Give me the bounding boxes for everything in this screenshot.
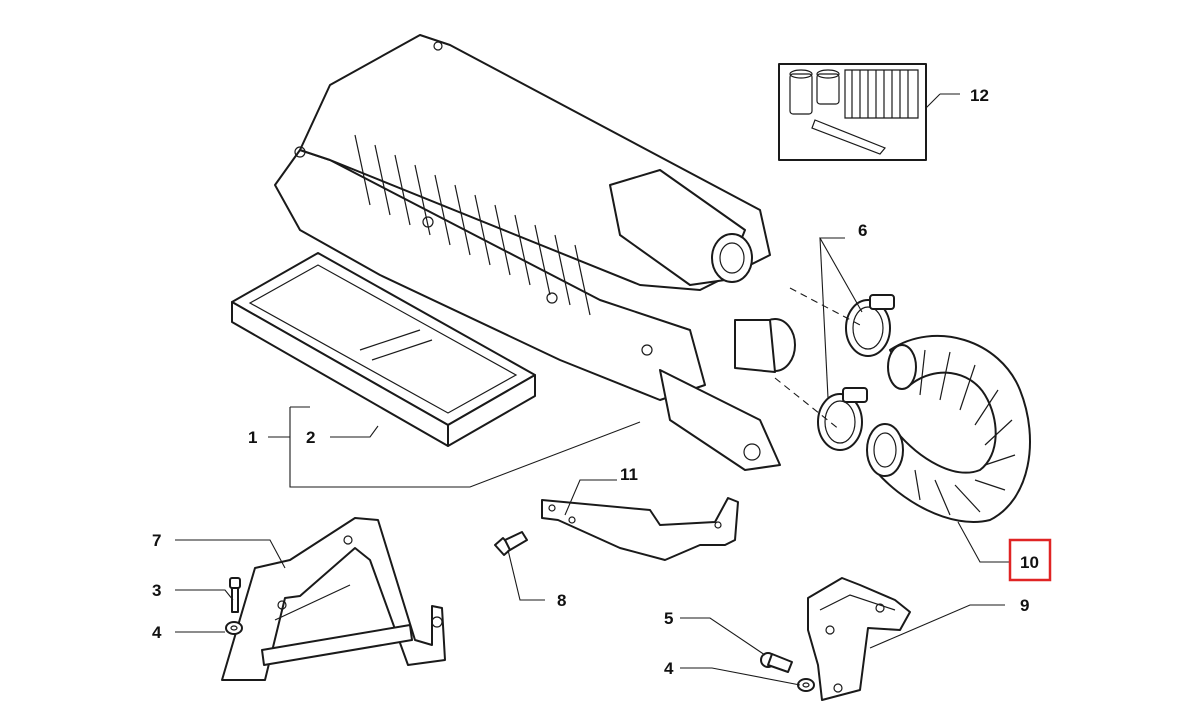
callout-4b: 4 bbox=[664, 659, 674, 678]
callout-5: 5 bbox=[664, 609, 673, 628]
air-filter-housing[interactable] bbox=[274, 34, 796, 471]
retaining-strap[interactable] bbox=[541, 497, 739, 561]
bolt-5[interactable] bbox=[760, 652, 793, 673]
callout-10-highlight-box bbox=[1008, 538, 1052, 582]
callout-3: 3 bbox=[152, 581, 161, 600]
bolt-8[interactable] bbox=[494, 531, 528, 556]
callout-6: 6 bbox=[858, 221, 867, 240]
mounting-bracket-9[interactable] bbox=[807, 577, 911, 701]
callout-11: 11 bbox=[620, 465, 638, 484]
callout-9: 9 bbox=[1020, 596, 1029, 615]
callout-2: 2 bbox=[306, 428, 315, 447]
washer-4a[interactable] bbox=[225, 621, 243, 635]
hose-clamp-lower[interactable] bbox=[817, 387, 868, 451]
support-bracket[interactable] bbox=[221, 517, 446, 681]
callout-1: 1 bbox=[248, 428, 257, 447]
service-kit-box[interactable] bbox=[778, 63, 927, 161]
callout-8: 8 bbox=[557, 591, 566, 610]
callout-12: 12 bbox=[970, 86, 989, 105]
intake-hose[interactable] bbox=[866, 335, 1031, 523]
air-filter-element[interactable] bbox=[231, 252, 536, 447]
callout-10: 10 bbox=[1020, 553, 1039, 572]
bolt-3[interactable] bbox=[229, 577, 241, 613]
hose-clamp-upper[interactable] bbox=[845, 294, 895, 357]
washer-4b[interactable] bbox=[797, 678, 815, 692]
callout-4a: 4 bbox=[152, 623, 162, 642]
leader-lines bbox=[175, 93, 1010, 686]
callout-7: 7 bbox=[152, 531, 161, 550]
